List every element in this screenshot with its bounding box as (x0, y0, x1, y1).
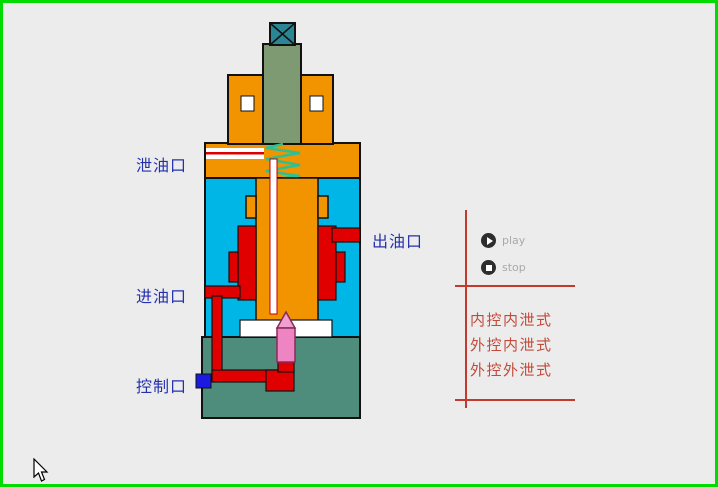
stop-icon (481, 260, 496, 275)
label-outlet-port: 出油口 (372, 232, 424, 251)
mode-link-internal-control-internal-drain[interactable]: 内控内泄式 (470, 311, 553, 329)
label-drain-port: 泄油口 (136, 156, 188, 175)
label-control-port: 控制口 (136, 377, 188, 396)
panel-rule-top (455, 285, 575, 287)
cap-notch-left (240, 95, 255, 112)
cap-notch-right (309, 95, 324, 112)
drain-passage (269, 158, 278, 315)
stop-button[interactable]: stop (481, 260, 526, 275)
pilot-piston (275, 310, 297, 363)
control-channel (211, 295, 295, 392)
control-port-block (195, 373, 212, 389)
play-label: play (502, 234, 526, 247)
panel-rule-bottom (455, 399, 575, 401)
pressure-channels (204, 225, 361, 301)
play-button[interactable]: play (481, 233, 525, 248)
label-inlet-port: 进油口 (136, 287, 188, 306)
outlet-channel (331, 227, 361, 243)
play-icon (481, 233, 496, 248)
spring (265, 142, 301, 180)
stop-label: stop (502, 261, 526, 274)
mouse-cursor-icon (33, 458, 49, 482)
panel-rule-vertical (465, 210, 467, 408)
mode-link-external-control-internal-drain[interactable]: 外控内泄式 (470, 336, 553, 354)
drain-channel (206, 148, 264, 159)
mode-link-external-control-external-drain[interactable]: 外控外泄式 (470, 361, 553, 379)
spool (245, 177, 329, 325)
adjust-knob-icon (269, 22, 296, 46)
adjust-stem (262, 43, 302, 145)
